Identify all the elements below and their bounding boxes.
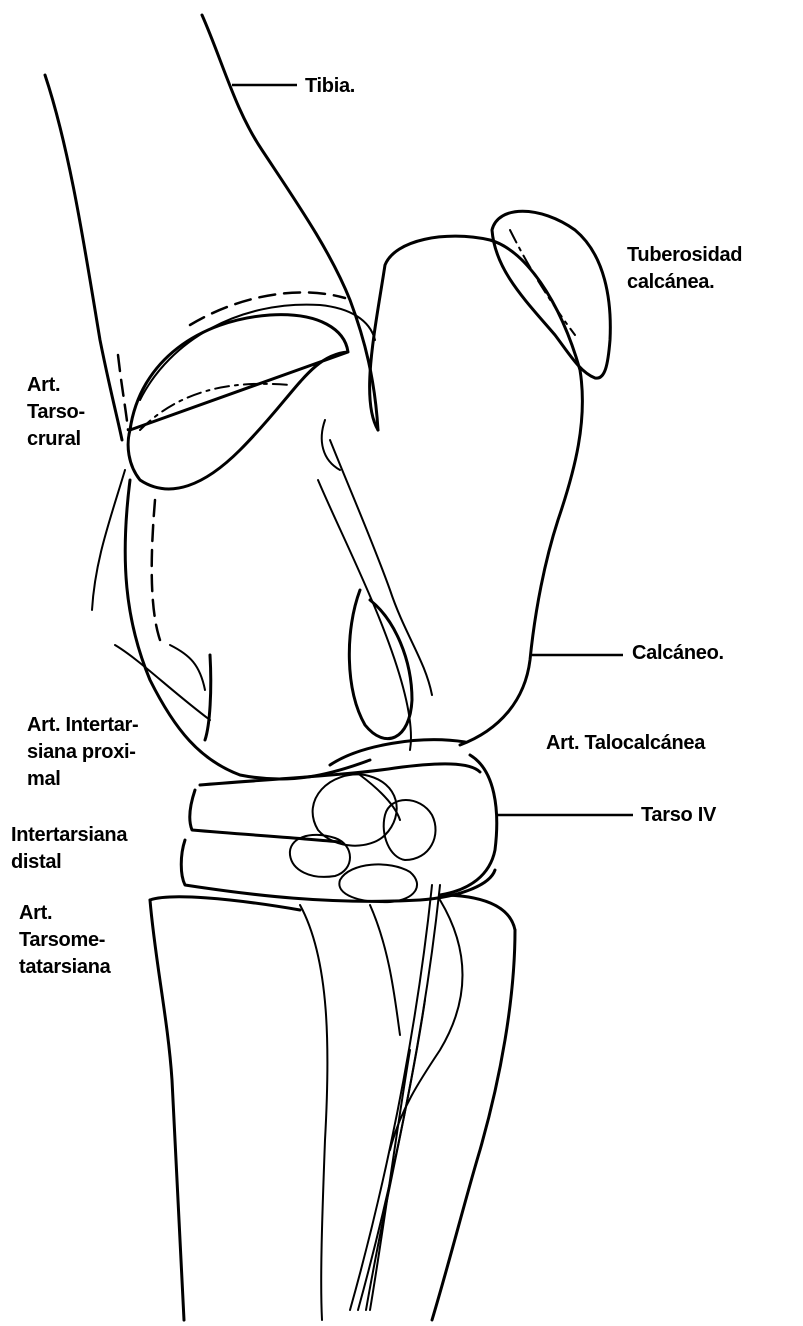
label-tarsometatarsiana-line3: tatarsiana [19, 954, 111, 981]
metatarsal-lines-a [350, 885, 432, 1310]
label-intertarsiana-proximal-line1: Art. Intertar- [27, 712, 138, 739]
label-tarsocrural-line1: Art. [27, 372, 85, 399]
label-calcaneo: Calcáneo. [632, 640, 724, 667]
small-tarsal-circle-2 [384, 800, 436, 860]
dashed-trochlea-arc-2 [140, 384, 290, 430]
metatarsal-inner-1 [300, 905, 327, 1320]
label-tuberosidad-line2: calcánea. [627, 269, 742, 296]
talus-cranial-line-2 [170, 645, 205, 690]
tuber-calcanei-outline [492, 211, 610, 378]
metatarsal-lines-d [370, 1050, 410, 1310]
label-calcaneo-text: Calcáneo. [632, 642, 724, 664]
calcaneus-inner-ridge-2 [330, 440, 432, 695]
label-tarso-iv-text: Tarso IV [641, 804, 716, 826]
calcaneus-groove [322, 420, 340, 470]
talus-cranial-line [115, 645, 210, 720]
label-intertarsiana-proximal-line3: mal [27, 766, 138, 793]
dashed-tibia-axis [118, 355, 128, 430]
metatarsal-outline-left [150, 900, 184, 1320]
label-talocalcanea-text: Art. Talocalcánea [546, 732, 705, 754]
talus-proximal-rim [92, 470, 125, 610]
label-intertarsiana-proximal-line2: siana proxi- [27, 739, 138, 766]
label-art-tarsocrural: Art. Tarso- crural [27, 372, 85, 453]
label-tarsocrural-line2: Tarso- [27, 399, 85, 426]
label-tuberosidad-line1: Tuberosidad [627, 242, 742, 269]
label-art-tarsometatarsiana: Art. Tarsome- tatarsiana [19, 900, 111, 981]
label-tuberosidad-calcanea: Tuberosidad calcánea. [627, 242, 742, 296]
label-intertarsiana-distal-line2: distal [11, 849, 127, 876]
sustentaculum-loop [349, 590, 412, 739]
label-tibia-text: Tibia. [305, 75, 355, 97]
calcaneus-outline [370, 236, 583, 745]
metatarsal-lines-c [366, 1000, 425, 1310]
label-tibia: Tibia. [305, 73, 355, 100]
tarso-iv-outline [440, 755, 497, 895]
label-tarso-iv: Tarso IV [641, 802, 716, 829]
label-tarsometatarsiana-line2: Tarsome- [19, 927, 111, 954]
metatarsal-lines-b [358, 885, 440, 1310]
talus-distal-outline [125, 480, 370, 779]
calcaneus-inner-ridge [318, 480, 411, 750]
small-tarsal-circle-4 [339, 864, 417, 902]
talus-neck [205, 655, 211, 740]
label-tarsocrural-line3: crural [27, 426, 85, 453]
dashed-talus-axis [152, 500, 160, 640]
metatarsal-outline-right [432, 930, 515, 1320]
label-tarsometatarsiana-line1: Art. [19, 900, 111, 927]
metatarsal-inner-2 [370, 905, 400, 1035]
talocalcanea-outline [330, 740, 465, 765]
talus-outline [128, 315, 348, 489]
label-intertarsiana-distal-line1: Intertarsiana [11, 822, 127, 849]
label-art-intertarsiana-proximal: Art. Intertar- siana proxi- mal [27, 712, 138, 793]
label-art-talocalcanea: Art. Talocalcánea [546, 730, 705, 757]
label-intertarsiana-distal: Intertarsiana distal [11, 822, 127, 876]
